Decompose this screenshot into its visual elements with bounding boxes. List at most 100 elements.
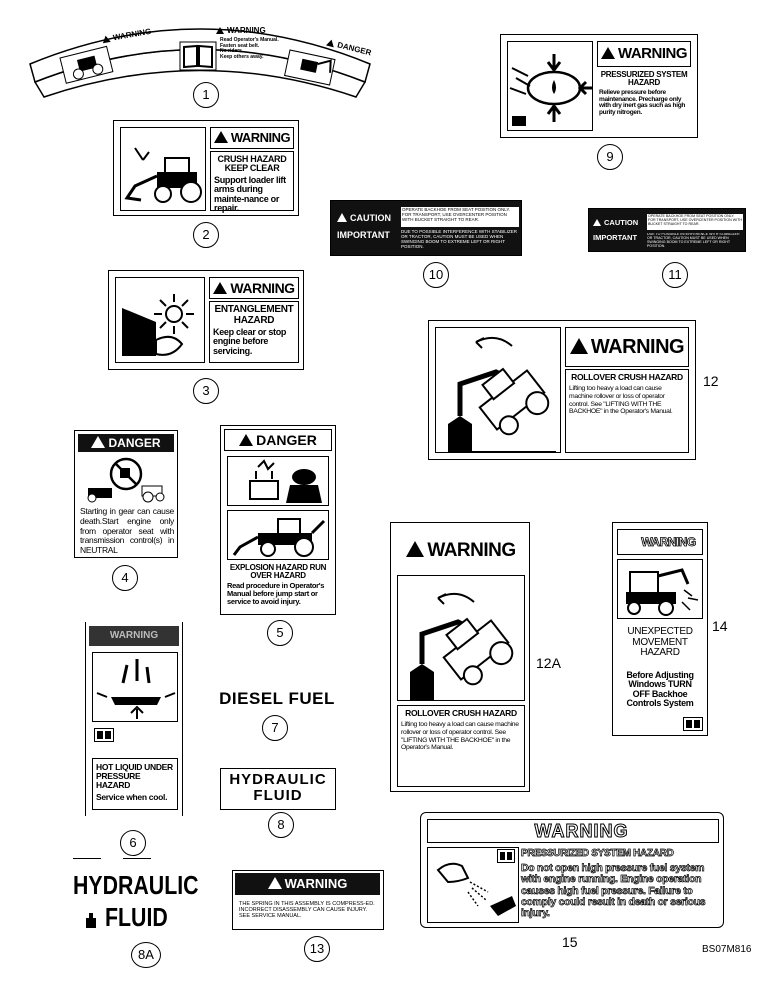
oil-can-icon	[85, 912, 97, 928]
decal-13: WARNING THE SPRING IN THIS ASSEMBLY IS C…	[232, 870, 384, 930]
decal-12-message-box: ROLLOVER CRUSH HAZARD Lifting too heavy …	[565, 369, 689, 453]
decal-8a-line-1: HYDRAULIC	[73, 870, 199, 900]
decal-9-pictorial	[507, 41, 593, 131]
decal-8-line-1: HYDRAULIC	[229, 771, 327, 788]
decal-5: DANGER EXPLOSION HAZARD RUN OVER HAZARD …	[220, 425, 336, 615]
decal-15-book-icon	[497, 849, 515, 863]
decal-15: WARNING PRESSURIZED SYSTEM HAZARD Do not…	[420, 812, 724, 928]
decal-5-title: EXPLOSION HAZARD RUN OVER HAZARD	[229, 563, 327, 581]
callout-8: 8	[268, 812, 294, 838]
decal-4-header: DANGER	[78, 434, 174, 452]
callout-5: 5	[267, 620, 293, 646]
decal-9-header: WARNING	[597, 41, 691, 67]
callout-7: 7	[262, 715, 288, 741]
decal-2: WARNING CRUSH HAZARD KEEP CLEAR Support …	[113, 120, 299, 216]
decal-2-header: WARNING	[210, 127, 294, 149]
decal-6-title: HOT LIQUID UNDER PRESSURE HAZARD	[96, 762, 173, 790]
decal-5-header: DANGER	[224, 429, 332, 451]
warning-triangle-icon	[213, 282, 228, 294]
decal-10-caution: CAUTION	[337, 211, 397, 226]
warning-triangle-icon	[267, 877, 282, 889]
decal-2-message-box: CRUSH HAZARD KEEP CLEAR Support loader l…	[210, 151, 294, 213]
decal-11-important-text: DUE TO POSSIBLE INTERFERENCE WITH STABIL…	[647, 233, 740, 248]
decal-6-pictorial	[92, 652, 178, 722]
decal-9-body: Relieve pressure before maintenance. Pre…	[599, 88, 686, 117]
callout-13: 13	[304, 936, 330, 962]
decal-12a-message-box: ROLLOVER CRUSH HAZARD Lifting too heavy …	[397, 705, 525, 787]
callout-3: 3	[193, 378, 219, 404]
decal-12-pictorial	[435, 327, 561, 453]
decal-10-important-text: DUE TO POSSIBLE INTERFERENCE WITH STABIL…	[401, 230, 518, 249]
decal-14-pictorial	[617, 559, 703, 619]
callout-8a: 8A	[131, 942, 161, 968]
decal-1-instructions: Read Operator's Manual.Fasten seat belt.…	[220, 37, 279, 60]
callout-6: 6	[120, 830, 146, 856]
decal-9-message-box: PRESSURIZED SYSTEM HAZARD Relieve pressu…	[597, 69, 691, 131]
danger-triangle-icon	[239, 434, 254, 446]
caution-triangle-icon	[593, 219, 601, 226]
decal-3-header: WARNING	[209, 277, 299, 299]
decal-3-body: Keep clear or stop engine before servici…	[213, 327, 287, 356]
decal-15-title: PRESSURIZED SYSTEM HAZARD	[521, 848, 675, 859]
decal-14-header: WARNING	[617, 529, 703, 555]
decal-11-caution-text: OPERATE BACKHOE FROM SEAT POSITION ONLY.…	[647, 214, 743, 230]
decal-12-header: WARNING	[565, 327, 689, 367]
decal-14-title: UNEXPECTED MOVEMENT HAZARD	[627, 626, 693, 658]
decal-9: WARNING PRESSURIZED SYSTEM HAZARD Reliev…	[500, 34, 698, 138]
decal-15-header: WARNING	[427, 819, 719, 843]
decal-2-pictorial	[120, 127, 206, 211]
decal-11-caution: CAUTION	[593, 217, 647, 229]
callout-11: 11	[662, 262, 688, 288]
warning-triangle-icon	[601, 47, 615, 59]
callout-4: 4	[112, 565, 138, 591]
callout-15: 15	[562, 934, 578, 950]
decal-10-important: IMPORTANT	[337, 230, 390, 240]
decal-7-diesel-fuel: DIESEL FUEL	[219, 689, 335, 708]
decal-3-pictorial	[115, 277, 205, 363]
warning-triangle-icon	[624, 535, 639, 547]
decal-8a: HYDRAULIC FLUID	[73, 858, 199, 938]
decal-14-book-icon	[683, 717, 703, 731]
decal-6-book-icon	[94, 728, 114, 742]
decal-5-runover-pictorial	[227, 510, 329, 560]
decal-8: HYDRAULIC FLUID	[220, 768, 336, 810]
decal-12a-title: ROLLOVER CRUSH HAZARD	[405, 708, 517, 718]
decal-12a-body: Lifting too heavy a load can cause machi…	[401, 720, 519, 752]
decal-12-body: Lifting too heavy a load can cause machi…	[569, 384, 673, 416]
danger-triangle-icon	[91, 436, 106, 448]
decal-1-warning-2: WARNING	[216, 26, 266, 35]
decal-11: CAUTION OPERATE BACKHOE FROM SEAT POSITI…	[588, 208, 746, 252]
decal-15-body: Do not open high pressure fuel system wi…	[521, 862, 706, 920]
warning-triangle-icon	[569, 338, 588, 354]
warning-triangle-icon	[406, 541, 425, 557]
decal-9-title: PRESSURIZED SYSTEM HAZARD	[600, 70, 688, 88]
callout-10: 10	[423, 262, 449, 288]
decal-5-body: Read procedure in Operator's Manual befo…	[227, 581, 325, 606]
decal-13-header: WARNING	[235, 873, 380, 895]
callout-9: 9	[597, 144, 623, 170]
decal-4-pictorial	[78, 454, 174, 504]
warning-triangle-icon	[517, 826, 532, 838]
decal-6-body: Service when cool.	[96, 791, 168, 802]
decal-12a: WARNING ROLLOVER CRUSH HAZARD Lifting to…	[390, 522, 530, 792]
callout-2: 2	[193, 222, 219, 248]
decal-3-title: ENTANGLEMENT HAZARD	[214, 304, 294, 326]
decal-12: WARNING ROLLOVER CRUSH HAZARD Lifting to…	[428, 320, 696, 460]
decal-2-title: CRUSH HAZARD KEEP CLEAR	[217, 154, 287, 174]
decal-14-body: Before Adjusting Windows TURN OFF Backho…	[626, 670, 694, 709]
decal-12-title: ROLLOVER CRUSH HAZARD	[571, 372, 683, 382]
warning-triangle-icon	[213, 131, 228, 143]
decal-3: WARNING ENTANGLEMENT HAZARD Keep clear o…	[108, 270, 304, 370]
decal-6-header: WARNING	[89, 626, 179, 646]
decal-1-strip	[29, 28, 371, 98]
decal-12a-header: WARNING	[397, 531, 525, 571]
decal-1: WARNING WARNING Read Operator's Manual.F…	[20, 22, 380, 102]
decal-4: DANGER Starting in gear can cause death.…	[74, 430, 178, 558]
callout-14: 14	[712, 618, 728, 634]
callout-1: 1	[193, 82, 219, 108]
decal-6-message-box: HOT LIQUID UNDER PRESSURE HAZARD Service…	[92, 758, 178, 810]
drawing-code: BS07M816	[702, 944, 752, 955]
decal-8-line-2: FLUID	[253, 786, 303, 804]
callout-12: 12	[703, 373, 719, 389]
decal-4-body: Starting in gear can cause death.Start e…	[80, 506, 174, 556]
